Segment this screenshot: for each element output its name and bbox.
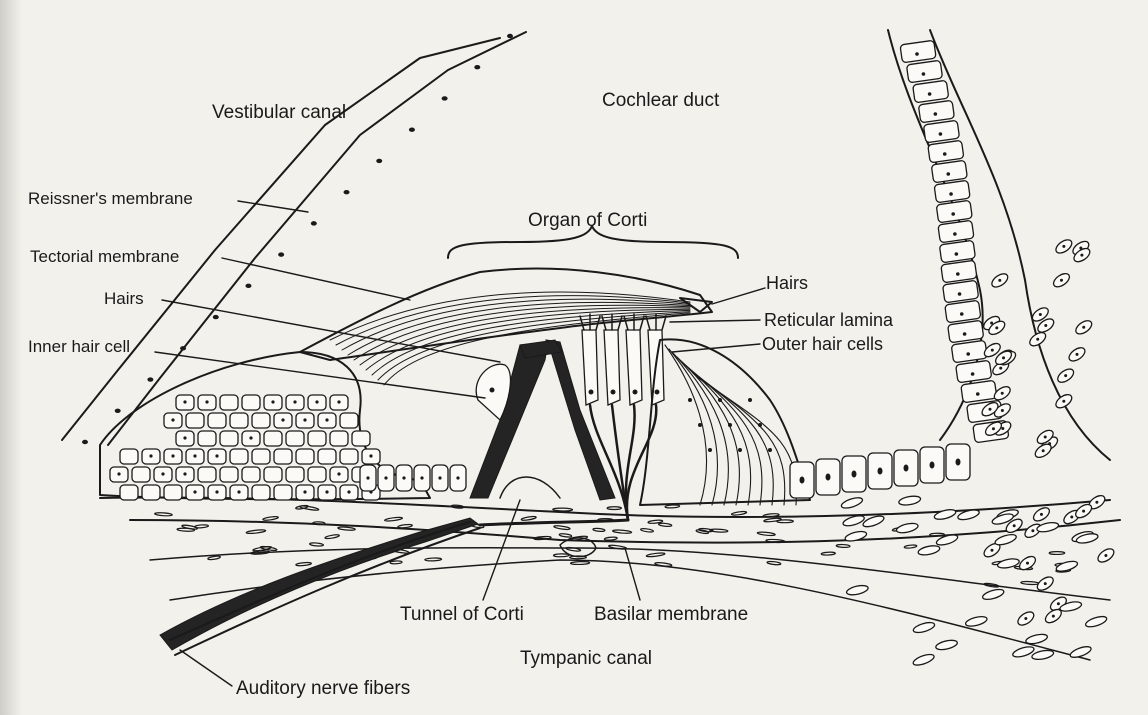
label-reissners-membrane: Reissner's membrane [28,189,193,208]
label-hairs-right: Hairs [766,273,808,293]
label-tympanic-canal: Tympanic canal [520,648,652,669]
label-tectorial-membrane: Tectorial membrane [30,247,179,266]
label-reticular-lamina: Reticular lamina [764,310,894,330]
label-outer-hair-cells: Outer hair cells [762,334,883,354]
label-basilar-membrane: Basilar membrane [594,604,748,625]
label-inner-hair-cell: Inner hair cell [28,337,130,356]
label-vestibular-canal: Vestibular canal [212,102,346,123]
label-tunnel-of-corti: Tunnel of Corti [400,604,524,625]
label-cochlear-duct: Cochlear duct [602,90,720,111]
label-organ-of-corti: Organ of Corti [528,210,647,231]
reissners-membrane-drawing [62,32,526,445]
label-auditory-nerve-fibers: Auditory nerve fibers [236,678,410,699]
auditory-nerve-bundle [160,518,628,655]
label-hairs-left: Hairs [104,289,144,308]
